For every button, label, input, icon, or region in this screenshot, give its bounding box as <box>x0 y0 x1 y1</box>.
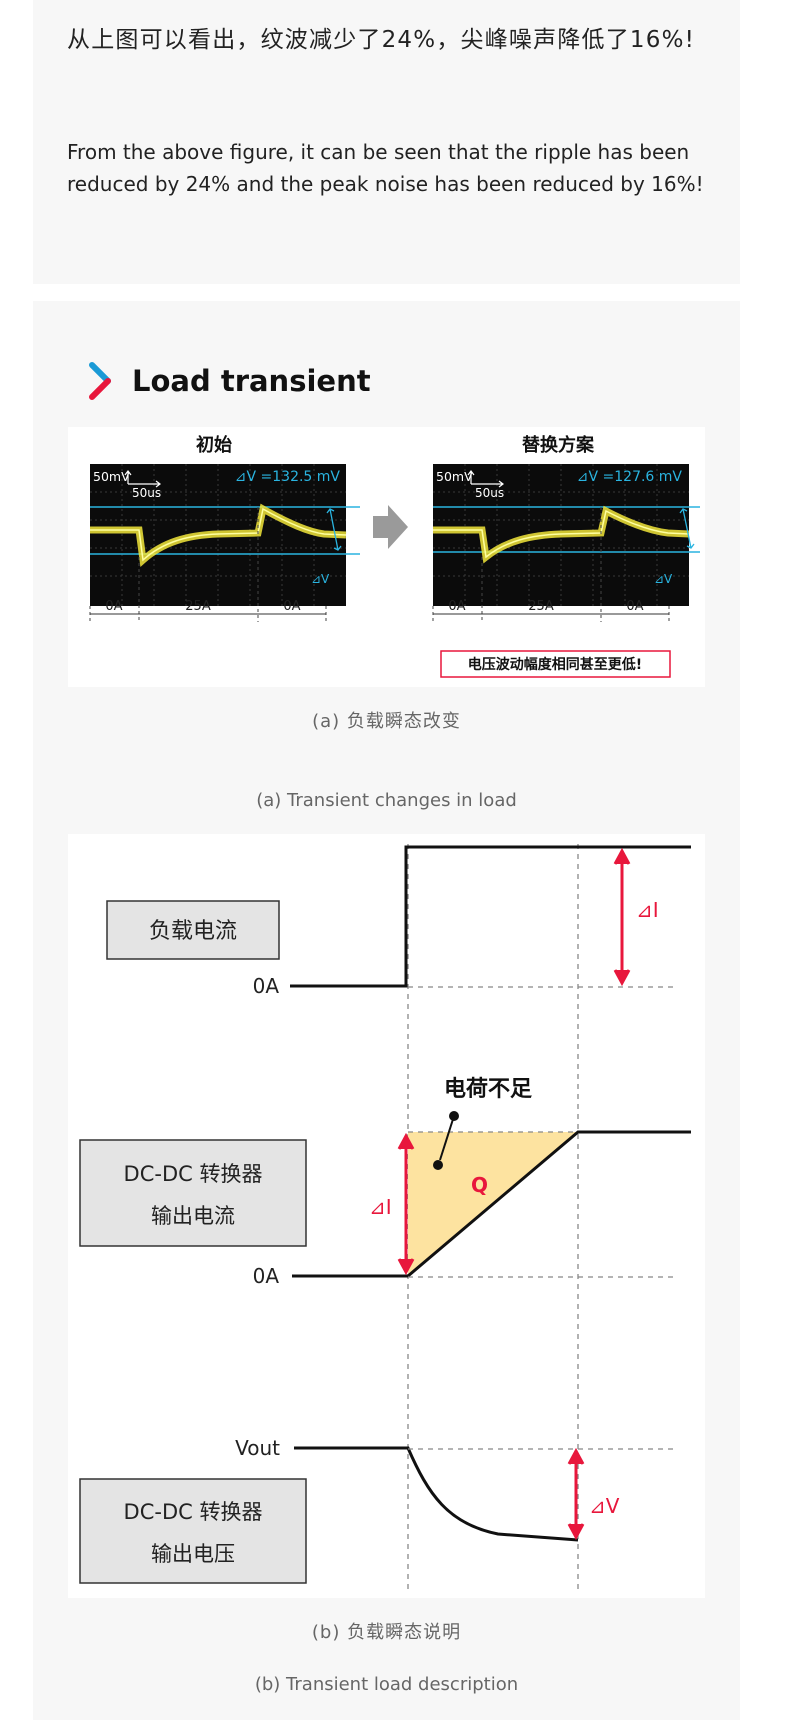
zero-a-label-1: 0A <box>253 974 280 998</box>
figure-b-caption-zh: (b) 负载瞬态说明 <box>311 1622 462 1643</box>
output-voltage-box <box>79 1478 307 1584</box>
intro-card <box>33 0 740 284</box>
scope-left-scale-v: 50mV <box>93 469 130 484</box>
q-label: Q <box>471 1173 488 1197</box>
delta-i-label-1: ⊿I <box>636 898 659 922</box>
scope-left-scale-t: 50us <box>132 486 161 500</box>
vout-label: Vout <box>235 1436 280 1460</box>
figure-transient-changes: 初始 50mV 50us ⊿V =132.5 mV ⊿V 0A 25A 0A <box>68 427 705 687</box>
output-voltage-label-2: 输出电压 <box>151 1542 235 1566</box>
scope-left-axes-icon <box>124 470 161 488</box>
output-voltage-label-1: DC-DC 转换器 <box>124 1500 263 1524</box>
scope-left-dv-arrow <box>326 508 342 551</box>
section-title: Load transient <box>132 364 371 398</box>
scope-left-dv-label: ⊿V <box>311 572 330 586</box>
scope-left-current-3: 0A <box>283 599 300 614</box>
figure-a-caption-en: (a) Transient changes in load <box>256 790 517 811</box>
scope-right-title: 替换方案 <box>522 434 595 456</box>
output-current-trace <box>292 1130 691 1278</box>
figure-b-caption-en: (b) Transient load description <box>254 1674 519 1695</box>
output-voltage-trace <box>294 1446 579 1542</box>
pointer-line <box>439 1115 455 1161</box>
delta-i-arrow-2 <box>397 1132 415 1276</box>
scope-right-scale-v: 50mV <box>436 469 473 484</box>
transient-explanation-diagram: 负载电流 0A ⊿I 电荷不足 Q DC-DC 转换器 输出电流 0A ⊿I V… <box>79 844 691 1594</box>
load-current-trace <box>290 845 691 988</box>
right-arrow-icon <box>373 505 408 549</box>
scope-right-scale-t: 50us <box>475 486 504 500</box>
scope-right-axes-icon <box>467 470 504 488</box>
output-current-label-1: DC-DC 转换器 <box>124 1162 263 1186</box>
scope-right-delta: ⊿V =127.6 mV <box>577 469 683 485</box>
scope-right-current-2: 25A <box>528 599 554 614</box>
scope-left-trace-core <box>90 507 347 562</box>
chevron-right-icon <box>89 362 111 400</box>
scope-left-current-2: 25A <box>185 599 211 614</box>
load-current-box <box>106 900 280 960</box>
figure-transient-description: 负载电流 0A ⊿I 电荷不足 Q DC-DC 转换器 输出电流 0A ⊿I V… <box>68 834 705 1598</box>
scope-left-current-1: 0A <box>105 599 122 614</box>
output-current-box <box>79 1139 307 1247</box>
scope-right-current-3: 0A <box>626 599 643 614</box>
delta-v-arrow <box>567 1447 585 1541</box>
load-current-label: 负载电流 <box>149 919 237 944</box>
zero-a-label-2: 0A <box>253 1264 280 1288</box>
delta-i-label-2: ⊿I <box>369 1195 392 1219</box>
pointer-dot-bottom <box>433 1160 443 1170</box>
note-box <box>440 650 671 678</box>
scope-left-delta: ⊿V =132.5 mV <box>235 469 341 485</box>
section-heading: Load transient <box>88 359 371 403</box>
delta-i-arrow-1 <box>613 847 631 987</box>
intro-text-en: From the above figure, it can be seen th… <box>67 140 704 196</box>
scope-right-dv-label: ⊿V <box>654 572 673 586</box>
figure-a-caption-zh: (a) 负载瞬态改变 <box>312 711 461 732</box>
charge-short-label: 电荷不足 <box>444 1077 532 1102</box>
scope-left-title: 初始 <box>196 434 232 456</box>
scope-comparison-diagram: 初始 50mV 50us ⊿V =132.5 mV ⊿V 0A 25A 0A <box>89 434 700 678</box>
scope-right-current-1: 0A <box>448 599 465 614</box>
delta-v-label: ⊿V <box>589 1494 620 1518</box>
output-current-label-2: 输出电流 <box>151 1204 235 1228</box>
intro-text-zh: 从上图可以看出，纹波减少了24%，尖峰噪声降低了16%! <box>67 27 696 53</box>
scope-right-dv-arrow <box>679 508 695 549</box>
note-text: 电压波动幅度相同甚至更低! <box>468 656 642 673</box>
scope-right-trace-core <box>433 509 690 559</box>
